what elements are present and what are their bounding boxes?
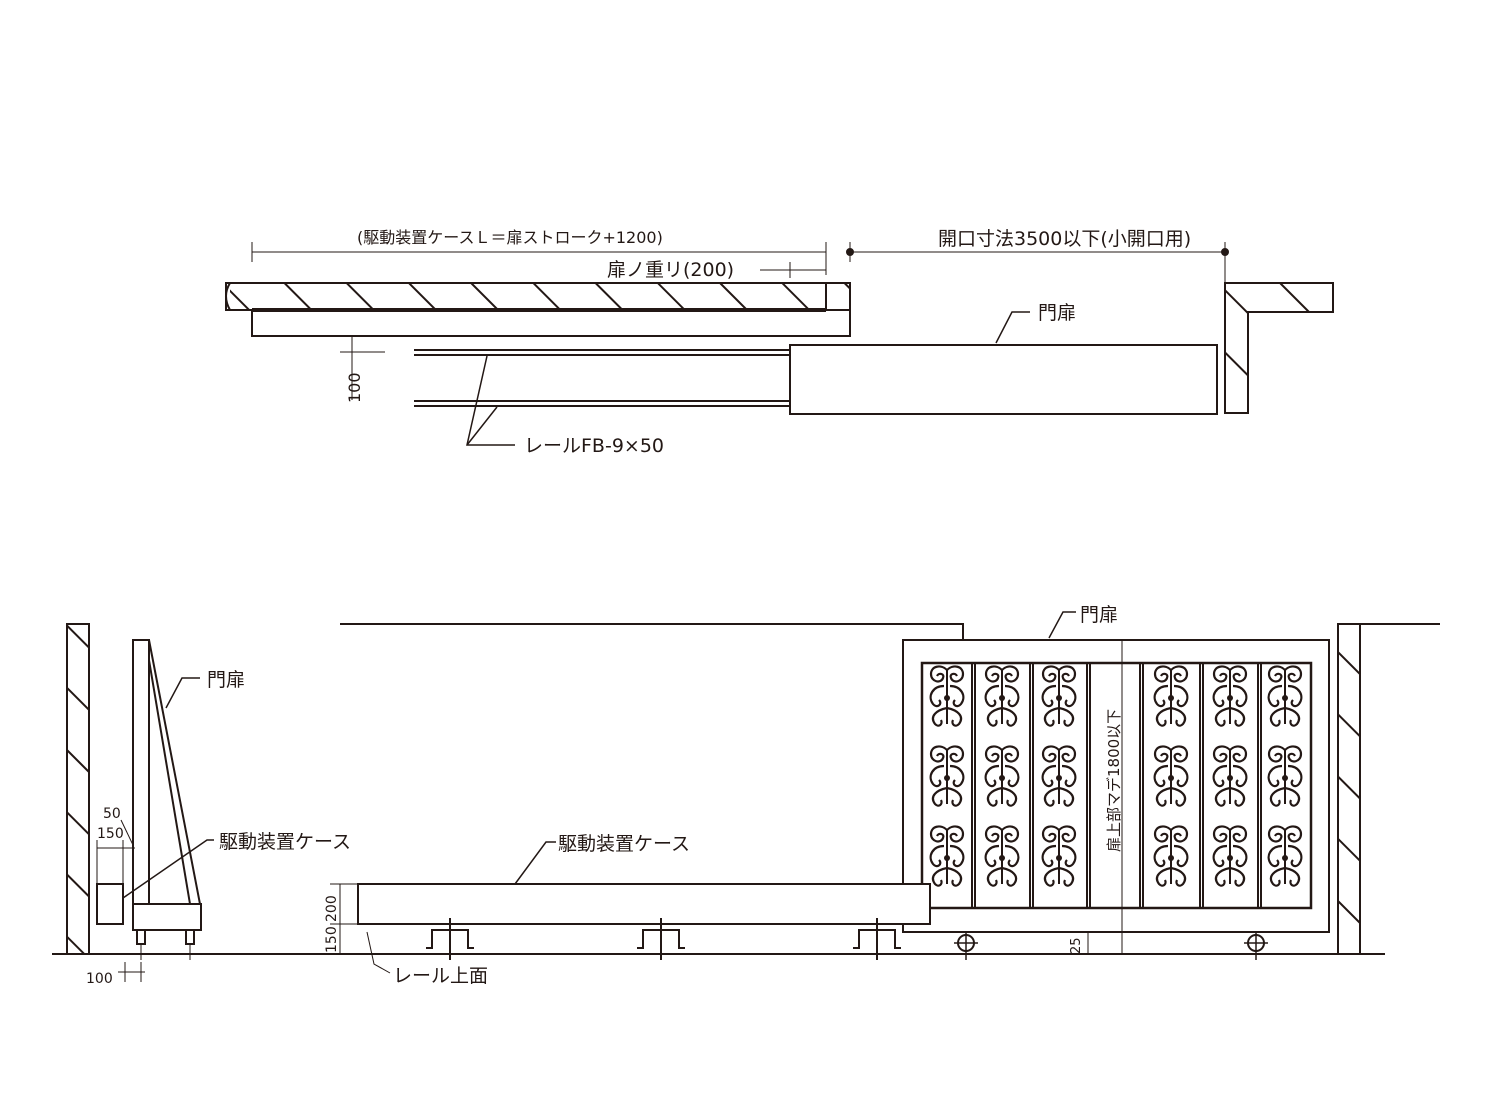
plan-gate-label: 門扉 <box>1038 302 1076 324</box>
plan-left-wall <box>225 282 851 311</box>
rail-label: レールFB-9×50 <box>524 435 664 457</box>
opening-label: 開口寸法3500以下(小開口用) <box>938 228 1191 250</box>
front-view <box>52 611 1440 974</box>
plan-labels: (駆動装置ケースＬ＝扉ストローク+1200) 扉ノ重リ(200) 開口寸法350… <box>345 228 1191 457</box>
front-dim-150: 150 <box>324 926 340 953</box>
side-dim-50: 50 <box>103 806 121 822</box>
front-case-leader <box>514 841 556 885</box>
front-dim-25: 25 <box>1069 937 1084 954</box>
front-labels: 門扉 駆動装置ケース 200 150 レール上面 扉上部マデ1800以下 25 <box>324 604 1123 987</box>
plan-gate-leaf <box>789 344 1218 415</box>
case-length-label: (駆動装置ケースＬ＝扉ストローク+1200) <box>357 228 663 247</box>
side-case-leader <box>122 839 214 899</box>
plan-gate-leader <box>995 311 1030 344</box>
side-gate-brace <box>148 639 202 905</box>
front-gate-label: 門扉 <box>1080 604 1118 626</box>
side-wall <box>66 623 90 955</box>
plan-drive-case <box>251 309 851 337</box>
side-labels: 門扉 駆動装置ケース 50 150 100 <box>86 669 351 987</box>
height-limit-label: 扉上部マデ1800以下 <box>1105 709 1123 852</box>
overlap-label: 扉ノ重リ(200) <box>607 259 734 281</box>
rail-top-leader <box>366 931 391 974</box>
side-dim-150: 150 <box>97 826 124 842</box>
front-dim-200: 200 <box>324 895 340 922</box>
rail-top-label: レール上面 <box>393 965 488 987</box>
side-gate-leader <box>165 677 200 709</box>
front-right-wall <box>1337 623 1361 955</box>
side-drive-case <box>96 883 124 925</box>
side-gate-post <box>132 639 150 905</box>
side-gate-base <box>132 903 202 931</box>
side-case-label: 駆動装置ケース <box>219 831 351 853</box>
plan-view <box>225 242 1334 446</box>
plan-right-wall <box>1224 282 1334 414</box>
front-gate-panel <box>920 661 1313 910</box>
front-gate-leader <box>1048 611 1076 639</box>
side-view <box>66 623 214 982</box>
front-drive-case <box>357 883 931 925</box>
side-gate-label: 門扉 <box>207 669 245 691</box>
front-case-label: 駆動装置ケース <box>558 833 690 855</box>
rail-offset-label: 100 <box>345 372 364 403</box>
side-dim-100: 100 <box>86 971 113 987</box>
